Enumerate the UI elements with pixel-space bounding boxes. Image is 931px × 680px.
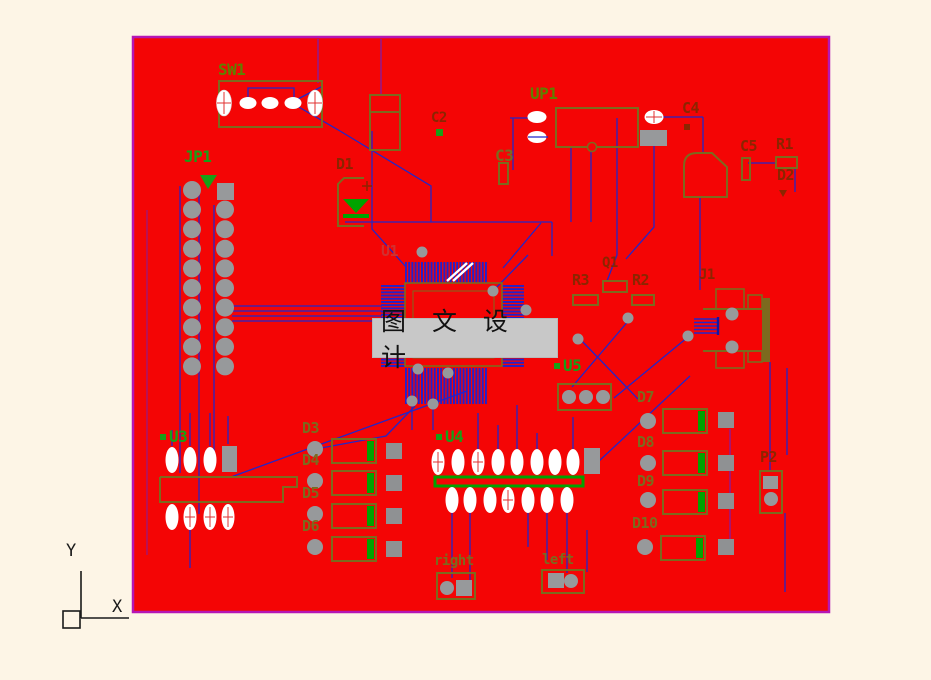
d2-diode-mark: [779, 190, 787, 197]
label-jp1[interactable]: JP1: [184, 147, 212, 166]
label-d6[interactable]: D6: [302, 517, 320, 535]
label-left[interactable]: left: [542, 552, 574, 568]
label-r3[interactable]: R3: [572, 271, 590, 289]
component-r2[interactable]: [631, 294, 655, 306]
component-r3[interactable]: [572, 294, 599, 306]
copper-traces-purple: [146, 39, 731, 555]
label-d10[interactable]: D10: [632, 514, 658, 532]
component-p2[interactable]: [759, 470, 783, 514]
component-u3[interactable]: [159, 446, 298, 530]
component-u5[interactable]: [557, 383, 612, 411]
label-d4[interactable]: D4: [302, 451, 320, 469]
label-d7[interactable]: D7: [637, 388, 655, 406]
label-u5[interactable]: U5: [554, 358, 582, 374]
label-right[interactable]: right: [434, 553, 474, 569]
component-r1[interactable]: [775, 156, 798, 169]
component-right-connector[interactable]: [436, 572, 476, 600]
label-up1[interactable]: UP1: [530, 84, 558, 103]
component-d1[interactable]: [337, 177, 372, 227]
label-c2[interactable]: C2: [431, 110, 447, 126]
label-u3[interactable]: U3: [160, 429, 188, 445]
component-c5[interactable]: [741, 157, 751, 181]
label-c5[interactable]: C5: [740, 137, 758, 155]
component-jp1[interactable]: [183, 175, 234, 376]
label-d8[interactable]: D8: [637, 433, 655, 451]
component-connector-top[interactable]: [369, 94, 401, 151]
label-sw1[interactable]: SW1: [218, 60, 246, 79]
component-c2[interactable]: [436, 129, 443, 136]
y-axis-label: Y: [66, 541, 77, 561]
label-p2[interactable]: P2: [760, 448, 778, 466]
label-c3[interactable]: C3: [495, 146, 514, 165]
component-up1[interactable]: [527, 107, 668, 153]
component-left-connector[interactable]: [541, 569, 585, 594]
watermark: 图 文 设 计: [372, 307, 558, 372]
label-q1[interactable]: Q1: [602, 255, 618, 271]
label-u4[interactable]: U4: [436, 429, 464, 445]
label-d2[interactable]: D2: [777, 166, 795, 184]
component-sw1[interactable]: [216, 80, 323, 128]
label-r1[interactable]: R1: [776, 135, 794, 153]
label-c4[interactable]: C4: [682, 99, 700, 117]
component-c3[interactable]: [498, 162, 509, 185]
label-d1[interactable]: D1: [336, 155, 354, 173]
vias: [406, 246, 694, 410]
label-d9[interactable]: D9: [637, 472, 655, 490]
label-d5[interactable]: D5: [302, 484, 320, 502]
label-u1[interactable]: U1: [381, 242, 399, 260]
watermark-text: 图 文 设 计: [381, 307, 517, 372]
ucs-icon: [62, 571, 129, 629]
label-j1[interactable]: J1: [699, 267, 715, 283]
component-u4[interactable]: [431, 448, 601, 513]
x-axis-label: X: [112, 597, 123, 617]
label-r2[interactable]: R2: [632, 271, 650, 289]
component-transistor[interactable]: [683, 152, 728, 198]
component-j1-usb[interactable]: [703, 288, 770, 369]
component-q1[interactable]: [602, 280, 628, 293]
led-array[interactable]: [307, 408, 734, 562]
c4-polarity-mark: [684, 124, 690, 130]
label-d3[interactable]: D3: [302, 419, 320, 437]
